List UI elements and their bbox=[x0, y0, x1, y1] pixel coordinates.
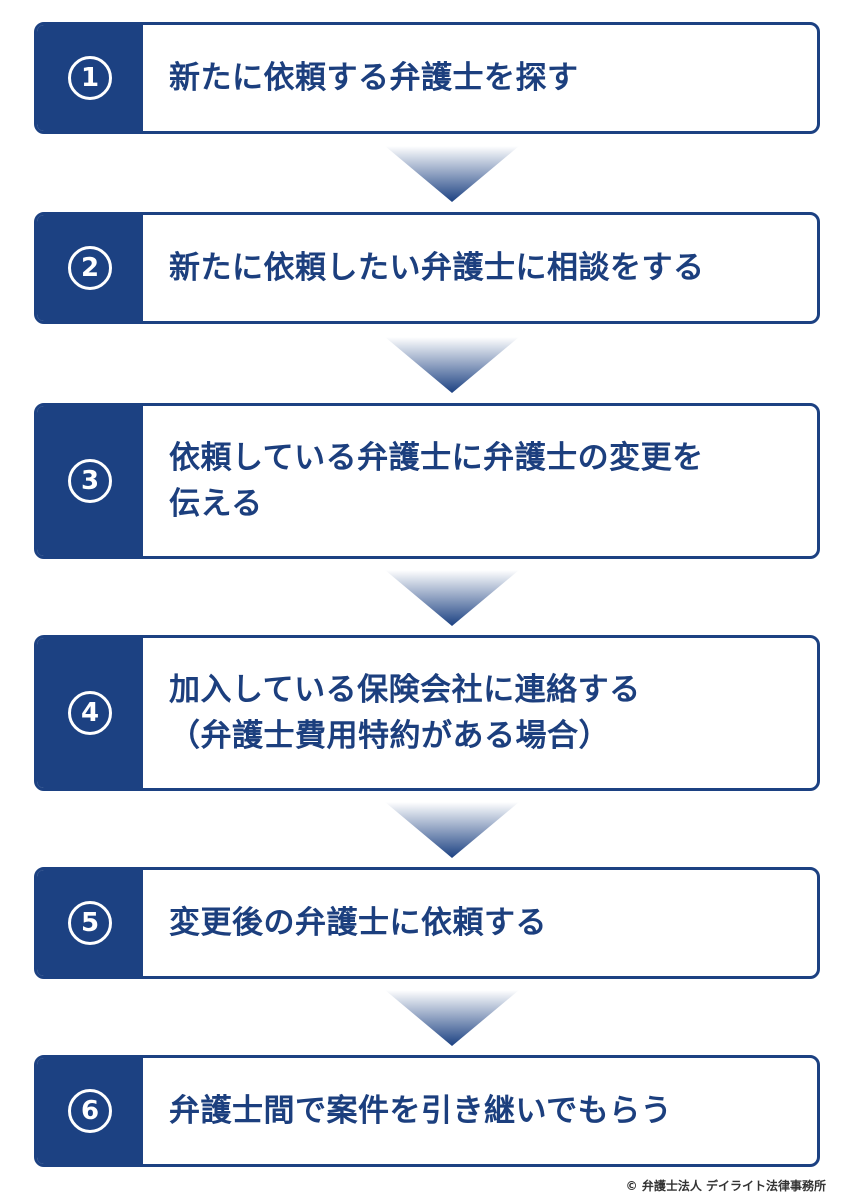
step-number-badge: 1 bbox=[68, 56, 112, 100]
step-number-badge: 2 bbox=[68, 246, 112, 290]
down-arrow-icon bbox=[385, 570, 519, 626]
step-number-panel: 2 bbox=[37, 215, 143, 321]
flow-step-6: 6 弁護士間で案件を引き継いでもらう bbox=[34, 1055, 820, 1167]
step-number-panel: 3 bbox=[37, 406, 143, 556]
down-arrow-icon bbox=[385, 990, 519, 1046]
step-label: 変更後の弁護士に依頼する bbox=[169, 904, 547, 941]
down-arrow-icon bbox=[385, 802, 519, 858]
step-number-badge: 6 bbox=[68, 1089, 112, 1133]
step-label: 加入している保険会社に連絡する （弁護士費用特約がある場合） bbox=[169, 671, 641, 755]
step-number-badge: 3 bbox=[68, 459, 112, 503]
flow-step-1: 1 新たに依頼する弁護士を探す bbox=[34, 22, 820, 134]
copyright-notice: © 弁護士法人 デイライト法律事務所 bbox=[625, 1179, 826, 1193]
flow-step-5: 5 変更後の弁護士に依頼する bbox=[34, 867, 820, 979]
step-number-panel: 1 bbox=[37, 25, 143, 131]
step-label: 新たに依頼する弁護士を探す bbox=[169, 59, 579, 96]
step-number-panel: 4 bbox=[37, 638, 143, 788]
flow-step-2: 2 新たに依頼したい弁護士に相談をする bbox=[34, 212, 820, 324]
step-label: 新たに依頼したい弁護士に相談をする bbox=[169, 249, 705, 286]
step-number-panel: 5 bbox=[37, 870, 143, 976]
step-label: 依頼している弁護士に弁護士の変更を 伝える bbox=[169, 439, 704, 523]
down-arrow-icon bbox=[385, 337, 519, 393]
step-number-badge: 4 bbox=[68, 691, 112, 735]
step-number-panel: 6 bbox=[37, 1058, 143, 1164]
step-label: 弁護士間で案件を引き継いでもらう bbox=[169, 1092, 673, 1129]
flow-step-4: 4 加入している保険会社に連絡する （弁護士費用特約がある場合） bbox=[34, 635, 820, 791]
flow-step-3: 3 依頼している弁護士に弁護士の変更を 伝える bbox=[34, 403, 820, 559]
down-arrow-icon bbox=[385, 146, 519, 202]
step-number-badge: 5 bbox=[68, 901, 112, 945]
